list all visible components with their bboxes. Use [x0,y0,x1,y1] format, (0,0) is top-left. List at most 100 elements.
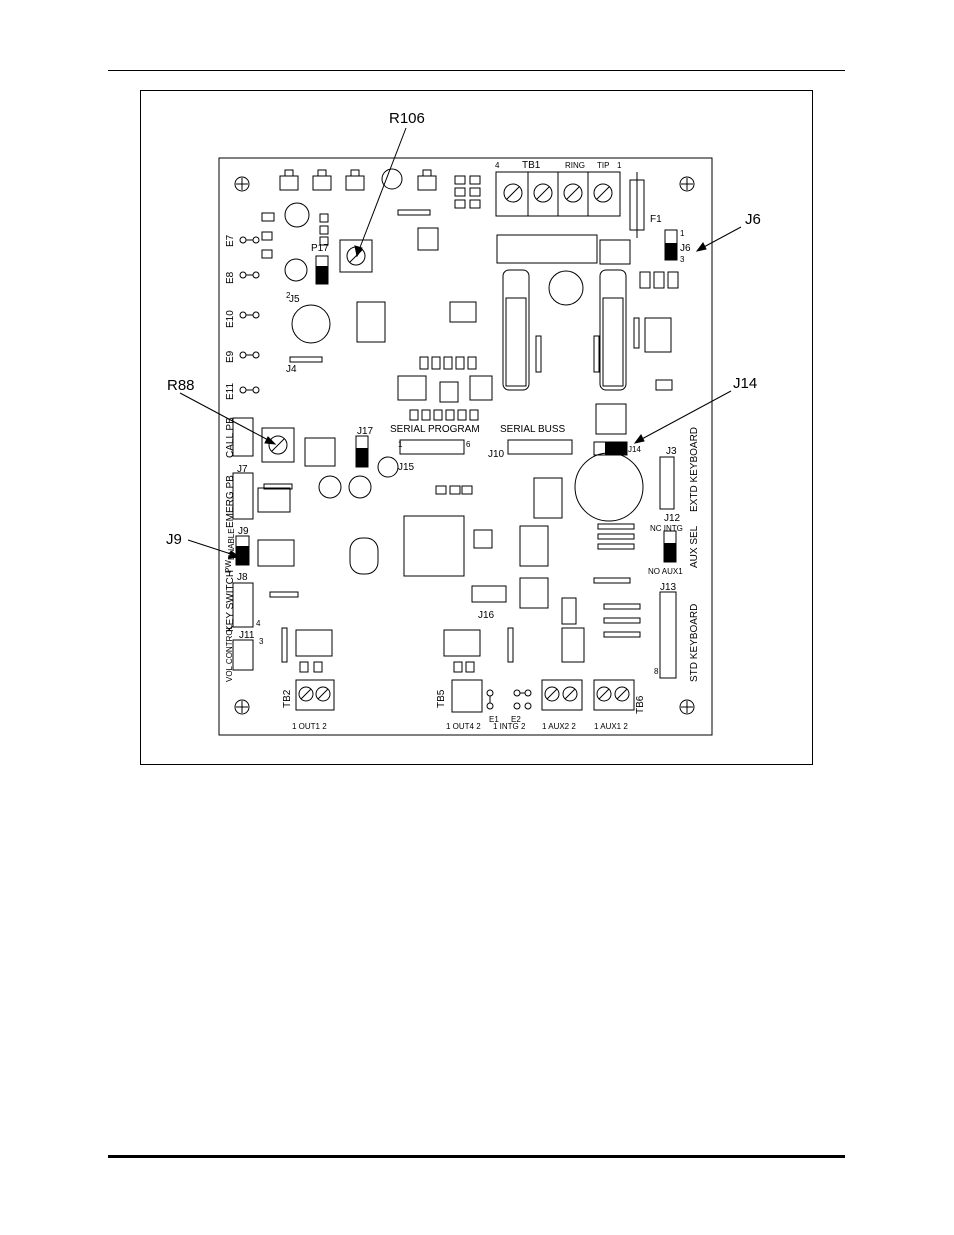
label-enable: ENABLE [227,528,236,560]
label-nc-intg: NC INTG [650,524,683,533]
mounting-hole [679,176,695,192]
label-e8: E8 [225,271,236,284]
label-tb5: TB5 [436,689,447,708]
j3-connector [659,456,675,510]
j16-connector [471,585,507,603]
label-e7: E7 [225,234,236,247]
callout-j14: J14 [733,375,757,392]
relay-out1 [295,629,333,657]
e-jumpers [239,236,260,394]
label-e11: E11 [225,383,236,400]
callout-r88: R88 [167,377,195,394]
label-pw: PW [224,560,233,573]
label-no-aux1: NO AUX1 [648,567,683,576]
label-aux-sel: AUX SEL [689,525,700,568]
label-call-pb: CALL PB [225,417,236,458]
label-std-keyboard: STD KEYBOARD [689,604,700,682]
label-aux1: 1 AUX1 2 [594,722,628,731]
label-tb1-pin4: 4 [495,161,500,170]
label-j4: J4 [286,364,297,375]
j15-connector [399,439,465,455]
label-j13: J13 [660,582,677,593]
j9-jumper-shunt [236,546,249,565]
j12-jumper-shunt [664,543,676,562]
label-intg: 1 INTG 2 [493,722,526,731]
label-key-switch: KEY SWITCH [225,570,236,632]
small-components [261,175,679,673]
label-pin4: 4 [256,619,261,628]
callout-j6: J6 [745,211,761,228]
label-extd-keyboard: EXTD KEYBOARD [689,427,700,512]
label-p17: P17 [311,243,329,254]
capacitor-tall [502,269,530,391]
label-j16: J16 [478,610,495,621]
label-pin1: 1 [398,440,403,449]
label-tb6: TB6 [635,695,646,714]
footer-rule [108,1155,845,1158]
label-j6-pin1: 1 [680,229,685,238]
label-j15: J15 [398,462,415,473]
p17-jumper-shunt [316,266,328,284]
label-serial-program: SERIAL PROGRAM [390,424,480,435]
capacitor-tall [599,269,627,391]
label-j7: J7 [237,464,248,475]
label-j6-pin3: 3 [680,255,685,264]
label-pin8: 8 [654,667,659,676]
vol-control-connector [232,639,254,671]
label-j6: J6 [680,243,691,254]
r106-potentiometer [339,239,373,273]
label-serial-buss: SERIAL BUSS [500,424,566,435]
label-tip: TIP [597,161,609,170]
tb2-terminal-block [295,679,335,711]
emerg-pb-connector [232,472,254,520]
label-aux2: 1 AUX2 2 [542,722,576,731]
label-e9: E9 [225,350,236,363]
relay-out4 [443,629,481,657]
r88-potentiometer [261,427,295,463]
mounting-hole [234,176,250,192]
label-j14: J14 [628,445,641,454]
label-f1: F1 [650,214,662,225]
transistor-package [644,317,672,353]
resistor-array [263,209,641,663]
label-tb2: TB2 [282,689,293,708]
battery [574,452,644,522]
label-j17: J17 [357,426,374,437]
aux2-terminal-block [541,679,583,711]
callout-j9: J9 [166,531,182,548]
j14-jumper-shunt [605,442,627,455]
label-j8: J8 [237,572,248,583]
label-pin3: 3 [259,637,264,646]
label-e10: E10 [225,310,236,328]
label-j10: J10 [488,449,505,460]
j13-connector [659,591,677,679]
capacitor-round [548,270,584,306]
figure-frame [140,90,813,765]
label-out4: 1 OUT4 2 [446,722,481,731]
label-emerg-pb: EMERG PB [225,475,236,528]
label-e1: E1 [489,715,499,724]
regulator-row [279,168,437,191]
call-pb-connector [232,417,254,457]
label-pin2: 2 [286,291,291,300]
label-ring: RING [565,161,585,170]
label-j9: J9 [238,526,249,537]
label-j11: J11 [239,630,255,641]
label-j12: J12 [664,513,681,524]
label-tb1: TB1 [522,160,541,171]
capacitor-round [291,304,331,344]
label-out1: 1 OUT1 2 [292,722,327,731]
label-tb1-pin1: 1 [617,161,622,170]
main-processor [403,515,465,577]
label-j3: J3 [666,446,677,457]
header-rule [108,70,845,71]
label-e2: E2 [511,715,521,724]
mounting-hole [679,699,695,715]
aux1-terminal-block [593,679,635,711]
mounting-hole [234,699,250,715]
j10-connector [507,439,573,455]
j17-jumper-shunt [356,448,368,467]
label-vol-control: VOL CONTROL [225,624,234,682]
ic-chip [356,301,386,343]
